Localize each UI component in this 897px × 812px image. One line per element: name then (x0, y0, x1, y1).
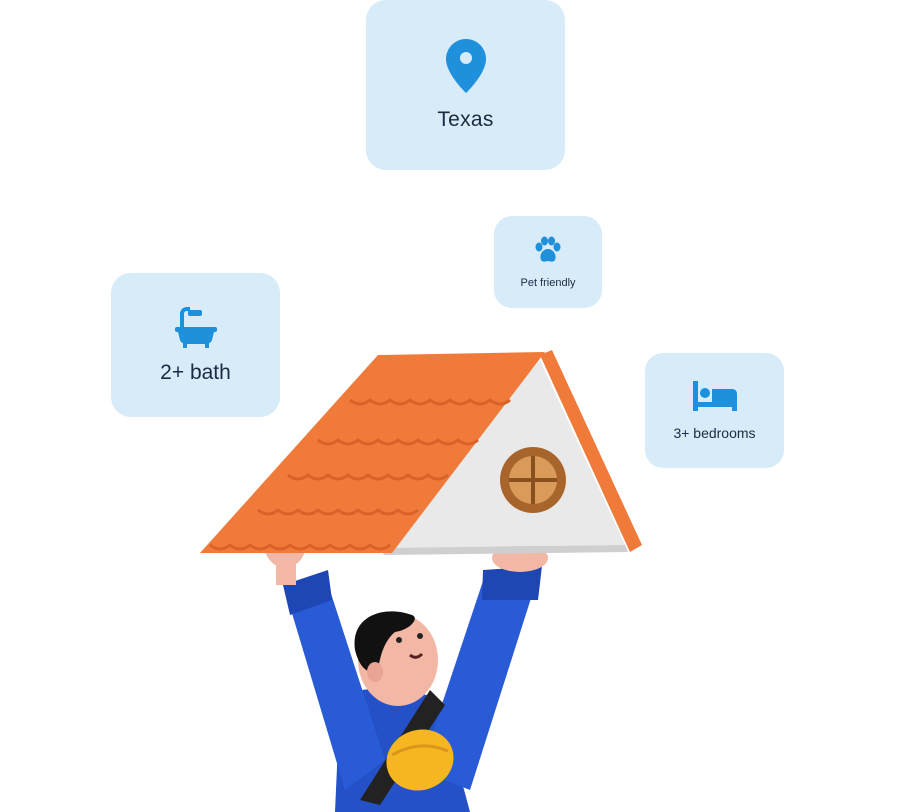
bedrooms-label: 3+ bedrooms (673, 425, 756, 441)
person-left-arm (285, 575, 385, 790)
roof-tiles (200, 352, 545, 553)
bath-label: 2+ bath (160, 360, 231, 384)
bed-icon (692, 380, 738, 417)
pet-friendly-card: Pet friendly (494, 216, 602, 308)
location-label: Texas (437, 107, 494, 131)
bathtub-icon (174, 306, 218, 353)
location-pin-icon (445, 38, 486, 98)
bedrooms-card: 3+ bedrooms (645, 353, 784, 468)
pet-friendly-label: Pet friendly (520, 276, 576, 289)
location-card: Texas (366, 0, 565, 170)
person-right-arm (420, 570, 540, 790)
roof-gable-wall (380, 360, 625, 548)
bath-card: 2+ bath (111, 273, 280, 417)
paw-icon (533, 236, 563, 269)
person-hair (354, 611, 415, 672)
yellow-bag (386, 729, 454, 791)
